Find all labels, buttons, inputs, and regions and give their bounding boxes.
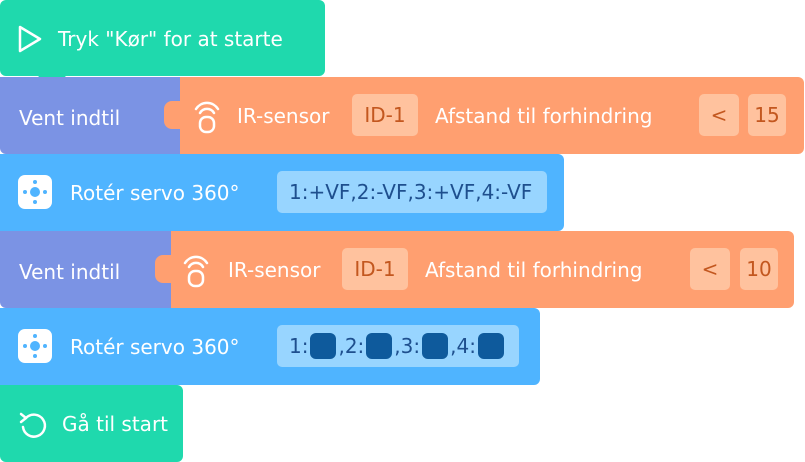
sensor-id-select-2[interactable]: ID-1 (342, 248, 408, 290)
sensor-name-1: IR-sensor (237, 104, 330, 128)
blank-slot[interactable] (366, 333, 393, 359)
wait-label-1: Vent indtil (19, 106, 121, 130)
sensor-id-select-1[interactable]: ID-1 (352, 94, 418, 136)
wait-until-block-1[interactable]: Vent indtil (0, 77, 180, 154)
servo-label-2: Rotér servo 360° (70, 335, 240, 359)
ir-condition-block-1[interactable]: IR-sensor ID-1 Afstand til forhindring <… (164, 77, 804, 154)
go-to-start-label: Gå til start (62, 412, 169, 436)
blank-slot[interactable] (310, 333, 337, 359)
servo-params-input-2[interactable]: 1: ,2: ,3: ,4: (277, 325, 519, 367)
measure-select-2[interactable]: Afstand til forhindring (425, 258, 643, 282)
go-to-start-block[interactable]: Gå til start (0, 385, 183, 462)
rotate-servo-block-2[interactable]: Rotér servo 360° 1: ,2: ,3: ,4: (0, 308, 540, 385)
measure-select-1[interactable]: Afstand til forhindring (435, 104, 653, 128)
condition-notch (155, 255, 173, 283)
servo-slot-label: ,2: (338, 334, 365, 358)
start-block[interactable]: Tryk "Kør" for at starte (0, 0, 325, 76)
servo-slot-label: ,3: (394, 334, 421, 358)
blank-slot[interactable] (477, 333, 504, 359)
servo-params-input-1[interactable]: 1:+VF,2:-VF,3:+VF,4:-VF (277, 171, 547, 213)
servo-slot-label: 1: (289, 334, 309, 358)
wait-until-block-2[interactable]: Vent indtil (0, 231, 171, 308)
ir-condition-block-2[interactable]: IR-sensor ID-1 Afstand til forhindring <… (155, 231, 794, 308)
operator-select-2[interactable]: < (690, 248, 730, 290)
blank-slot[interactable] (422, 333, 449, 359)
servo-icon (18, 175, 52, 209)
start-label: Tryk "Kør" for at starte (58, 27, 283, 51)
wait-label-2: Vent indtil (19, 260, 121, 284)
ir-sensor-icon (194, 101, 220, 134)
condition-notch (164, 101, 182, 129)
operator-select-1[interactable]: < (699, 94, 739, 136)
sensor-name-2: IR-sensor (228, 258, 321, 282)
servo-label-1: Rotér servo 360° (70, 181, 240, 205)
play-outline-icon (18, 25, 42, 53)
threshold-input-2[interactable]: 10 (740, 248, 778, 290)
rotate-servo-block-1[interactable]: Rotér servo 360° 1:+VF,2:-VF,3:+VF,4:-VF (0, 154, 564, 231)
ir-sensor-icon (183, 255, 209, 288)
threshold-input-1[interactable]: 15 (748, 94, 786, 136)
loop-arrow-icon (19, 412, 47, 438)
servo-icon (18, 329, 52, 363)
servo-slot-label: ,4: (450, 334, 476, 358)
